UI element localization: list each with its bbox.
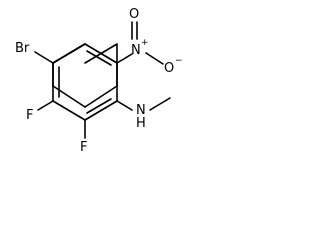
ring-double-inner-1 — [86, 50, 112, 66]
ring-double-inner-2 — [86, 98, 112, 114]
nitro-oxygen-double-label: O — [129, 7, 139, 22]
chemical-structure-diagram: Br F F N + O O − N H — [15, 7, 183, 155]
fluorine-lower-label: F — [80, 140, 87, 155]
ring-edge-6 — [52, 43, 86, 64]
benzene-ring — [52, 43, 118, 108]
bromine-label: Br — [15, 41, 30, 56]
bond-n-methyl — [149, 97, 171, 111]
ring-bond-c3-c4 — [84, 85, 118, 108]
aromatic-ring — [52, 43, 118, 121]
ring-edge-4 — [52, 100, 86, 121]
ring-edge-3 — [84, 100, 118, 121]
ring-edge-1 — [84, 43, 118, 64]
bond-c-n-nitro — [116, 53, 133, 64]
bond-c-n-amine — [116, 100, 133, 111]
bond-c-br — [34, 51, 54, 64]
nitro-nitrogen-charge: + — [141, 38, 149, 48]
bond-c-f-upper — [37, 100, 54, 111]
nitro-nitrogen-label: N — [131, 43, 141, 58]
fluorine-upper-label: F — [26, 108, 33, 123]
amine-hydrogen-label: H — [136, 116, 146, 131]
bond-n-o-single — [145, 52, 164, 65]
nitro-oxygen-charge: − — [175, 56, 183, 66]
amine-nitrogen-label: N — [136, 103, 146, 118]
nitro-oxygen-single-label: O — [164, 61, 174, 76]
